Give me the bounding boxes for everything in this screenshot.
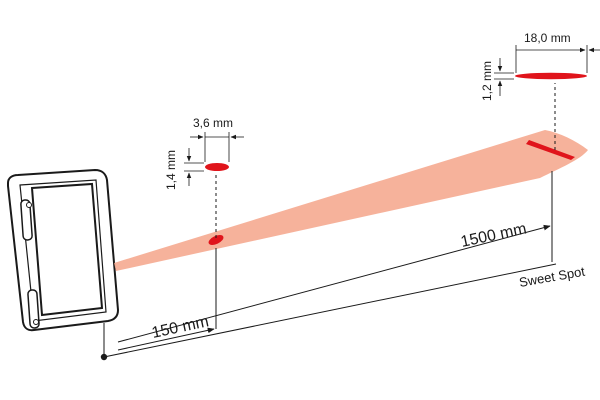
distance-1500-arrow bbox=[117, 224, 551, 343]
distance-1500-label: 1500 mm bbox=[459, 220, 528, 250]
near-spot-height-label: 1,4 mm bbox=[164, 150, 178, 190]
far-spot-detail bbox=[494, 45, 600, 150]
near-spot-detail bbox=[184, 132, 244, 238]
far-spot-shape bbox=[515, 72, 587, 80]
sensor-housing bbox=[7, 168, 120, 332]
distance-150-label: 150 mm bbox=[150, 313, 210, 342]
near-spot-shape bbox=[205, 163, 229, 171]
near-spot-width-label: 3,6 mm bbox=[193, 116, 233, 130]
laser-beam bbox=[114, 130, 588, 271]
near-beam-spot bbox=[208, 235, 224, 245]
far-spot-height-label: 1,2 mm bbox=[480, 61, 494, 101]
far-spot-width-label: 18,0 mm bbox=[524, 31, 571, 45]
distance-150-arrow bbox=[117, 327, 215, 351]
far-beam-spot bbox=[526, 140, 575, 160]
sweet-spot-caption: Sweet Spot bbox=[518, 264, 586, 290]
